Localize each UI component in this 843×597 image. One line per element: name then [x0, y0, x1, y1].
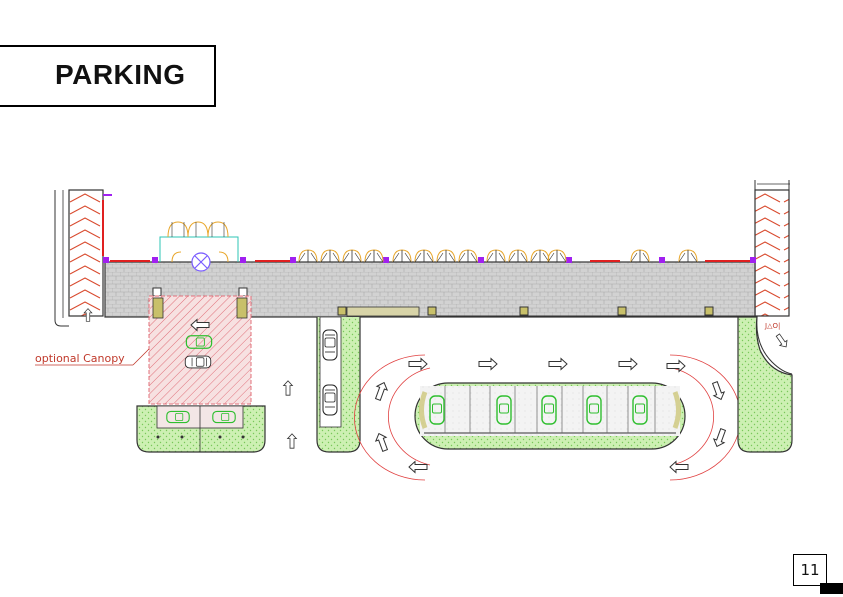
site-boundary-line: [103, 257, 756, 263]
page-title: PARKING: [55, 59, 186, 90]
driveway-pillars: [152, 287, 755, 317]
drop-off-lawn: [136, 405, 266, 453]
canopy-label: optional Canopy: [35, 352, 125, 365]
entrance-gate: [159, 221, 239, 272]
tandem-parking-strip: [316, 316, 361, 453]
title-box: PARKING: [0, 45, 216, 107]
page-number: 11: [800, 561, 820, 579]
boundary-gates: [298, 249, 698, 263]
lane-arrow-icon: [283, 380, 293, 396]
canopy-area: [148, 295, 252, 405]
lane-arrow-icon: [287, 433, 297, 449]
canopy-annotation: optional Canopy: [35, 348, 150, 366]
page-number-tab: [820, 583, 843, 594]
page-number-box: 11: [793, 554, 827, 586]
entry-tag: J△O|: [764, 322, 780, 330]
right-boundary-wall: [754, 180, 790, 317]
right-side-lawn: J△O|: [737, 316, 793, 453]
central-parking-island: [414, 382, 686, 450]
